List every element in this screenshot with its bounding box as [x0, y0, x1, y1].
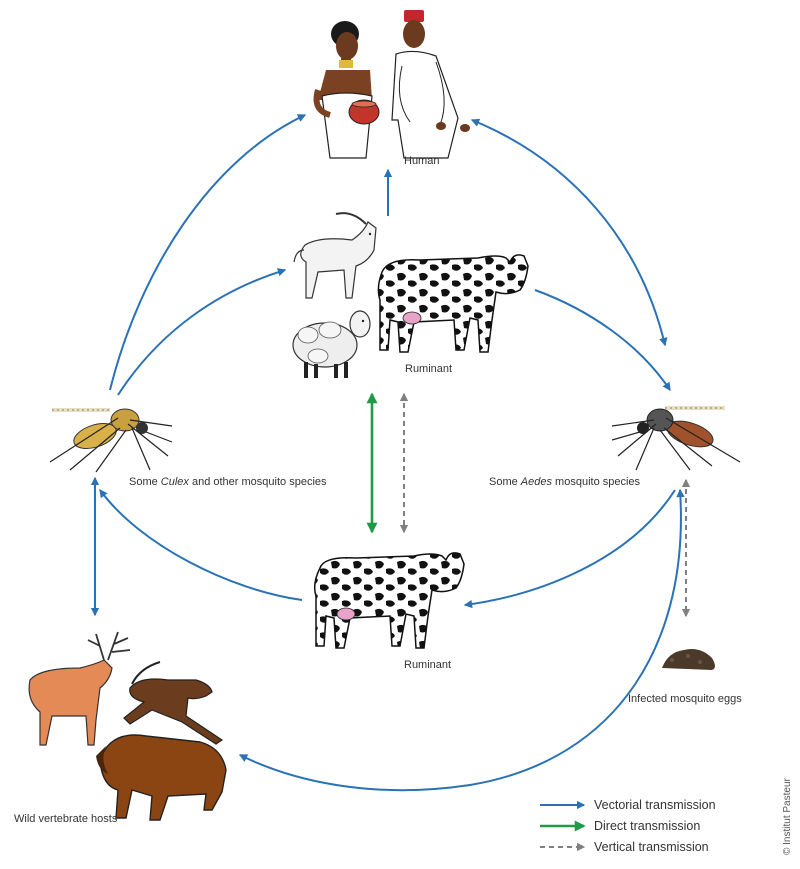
legend-direct: Direct transmission: [540, 819, 700, 833]
eggs-label: Infected mosquito eggs: [628, 693, 742, 705]
cow-icon: [377, 254, 529, 353]
legend-vertical: Vertical transmission: [540, 840, 709, 854]
human-icon: [313, 10, 470, 159]
bison-icon: [96, 734, 227, 821]
arrow-ruminant-to-aedes: [534, 289, 671, 392]
arrow-aedes-wild: [238, 488, 685, 792]
arrow-culex-to-goat: [117, 268, 287, 396]
legend-label: Direct transmission: [594, 819, 700, 833]
ruminant-top-label: Ruminant: [405, 363, 452, 375]
legend-vectorial: Vectorial transmission: [540, 798, 716, 812]
legend-label: Vertical transmission: [594, 840, 709, 854]
deer-icon: [28, 631, 131, 746]
culex-label: Some Culex and other mosquito species: [129, 476, 327, 488]
arrow-human-aedes: [470, 118, 668, 347]
arrow-aedes-to-ruminant: [463, 489, 676, 609]
legend-label: Vectorial transmission: [594, 798, 716, 812]
wild-label: Wild vertebrate hosts: [14, 813, 118, 825]
culex-mosquito-icon: [49, 408, 173, 473]
goat-icon: [293, 212, 377, 299]
aedes-mosquito-icon: [611, 406, 741, 471]
sheep-icon: [292, 310, 371, 378]
arrow-ruminant-to-culex: [99, 488, 303, 601]
copyright: © Institut Pasteur: [782, 777, 793, 855]
aedes-label: Some Aedes mosquito species: [489, 476, 641, 488]
arrow-culex-to-human: [109, 114, 307, 391]
mosquito-eggs-icon: [662, 649, 715, 670]
human-label: Human: [404, 155, 439, 167]
ruminant-bottom-label: Ruminant: [404, 659, 451, 671]
legend: Vectorial transmission Direct transmissi…: [540, 798, 716, 854]
cow-bottom-icon: [313, 552, 465, 649]
antelope-icon: [123, 661, 224, 745]
